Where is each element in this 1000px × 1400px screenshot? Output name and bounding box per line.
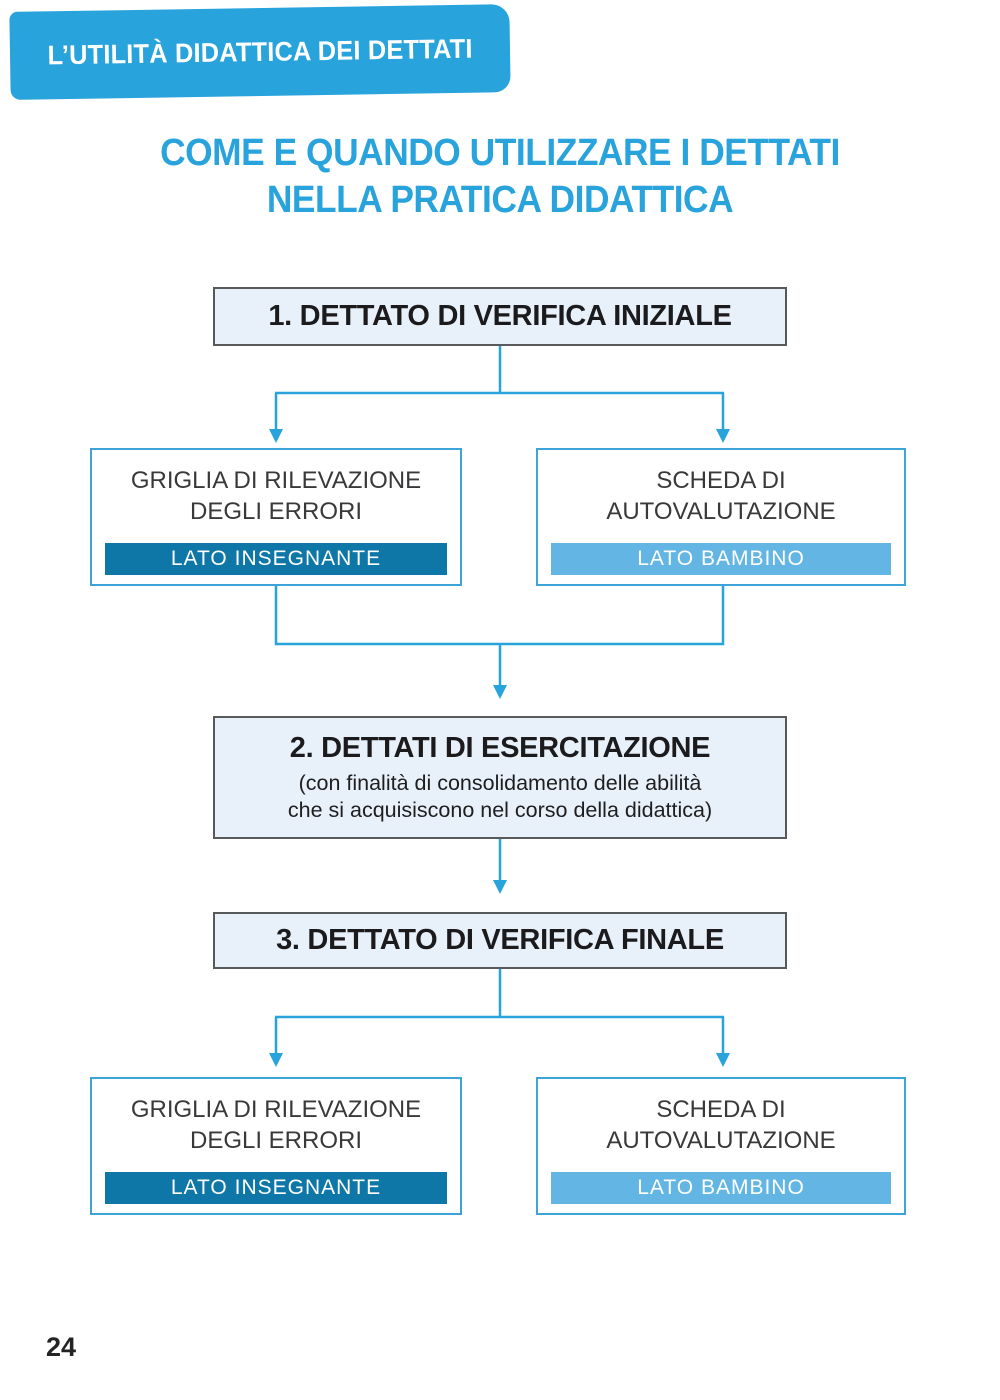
step2-box: 2. DETTATI DI ESERCITAZIONE (con finalit… <box>213 716 787 839</box>
final-teacher-title: GRIGLIA DI RILEVAZIONE DEGLI ERRORI <box>92 1094 460 1156</box>
initial-child-title-line2: AUTOVALUTAZIONE <box>606 498 836 525</box>
final-teacher-box: GRIGLIA DI RILEVAZIONE DEGLI ERRORI LATO… <box>90 1077 462 1215</box>
step3-box: 3. DETTATO DI VERIFICA FINALE <box>213 912 787 969</box>
initial-teacher-box: GRIGLIA DI RILEVAZIONE DEGLI ERRORI LATO… <box>90 448 462 586</box>
initial-child-title-line1: SCHEDA DI <box>656 467 786 494</box>
arrowhead <box>493 685 507 699</box>
final-child-box: SCHEDA DI AUTOVALUTAZIONE LATO BAMBINO <box>536 1077 906 1215</box>
arrowhead <box>493 880 507 894</box>
page-title-line1: COME E QUANDO UTILIZZARE I DETTATI <box>160 132 840 174</box>
badge-lato-insegnante: LATO INSEGNANTE <box>105 543 447 575</box>
initial-child-box: SCHEDA DI AUTOVALUTAZIONE LATO BAMBINO <box>536 448 906 586</box>
step1-label: 1. DETTATO DI VERIFICA INIZIALE <box>268 300 732 332</box>
arrowhead <box>716 1053 730 1067</box>
page-title: COME E QUANDO UTILIZZARE I DETTATI NELLA… <box>35 130 965 224</box>
arrowhead <box>716 429 730 443</box>
badge-lato-bambino: LATO BAMBINO <box>551 1172 891 1204</box>
step3-label: 3. DETTATO DI VERIFICA FINALE <box>276 924 724 956</box>
final-teacher-title-line1: GRIGLIA DI RILEVAZIONE <box>130 1096 422 1123</box>
chapter-banner-title: L’UTILITÀ DIDATTICA DEI DETTATI <box>47 33 473 70</box>
connector-split-final <box>274 969 725 1055</box>
step2-subtitle-line1: (con finalità di consolidamento delle ab… <box>298 770 702 795</box>
initial-teacher-title-line1: GRIGLIA DI RILEVAZIONE <box>130 467 422 494</box>
connector-split-initial <box>274 346 725 431</box>
final-child-title-line2: AUTOVALUTAZIONE <box>606 1127 836 1154</box>
initial-teacher-title-line2: DEGLI ERRORI <box>189 498 363 525</box>
step2-subtitle: (con finalità di consolidamento delle ab… <box>288 770 712 824</box>
page-number: 24 <box>46 1332 77 1362</box>
badge-lato-bambino: LATO BAMBINO <box>551 543 891 575</box>
step2-label: 2. DETTATI DI ESERCITAZIONE <box>289 731 711 764</box>
final-child-title-line1: SCHEDA DI <box>656 1096 786 1123</box>
arrowhead <box>269 1053 283 1067</box>
arrowhead <box>269 429 283 443</box>
connector-merge-initial <box>274 586 725 687</box>
step2-subtitle-line2: che si acquisiscono nel corso della dida… <box>287 797 713 822</box>
final-child-title: SCHEDA DI AUTOVALUTAZIONE <box>538 1094 904 1156</box>
chapter-banner: L’UTILITÀ DIDATTICA DEI DETTATI <box>9 4 511 100</box>
page-title-line2: NELLA PRATICA DIDATTICA <box>266 179 734 221</box>
initial-teacher-title: GRIGLIA DI RILEVAZIONE DEGLI ERRORI <box>92 465 460 527</box>
final-teacher-title-line2: DEGLI ERRORI <box>189 1127 363 1154</box>
badge-lato-insegnante: LATO INSEGNANTE <box>105 1172 447 1204</box>
step1-box: 1. DETTATO DI VERIFICA INIZIALE <box>213 287 787 346</box>
initial-child-title: SCHEDA DI AUTOVALUTAZIONE <box>538 465 904 527</box>
